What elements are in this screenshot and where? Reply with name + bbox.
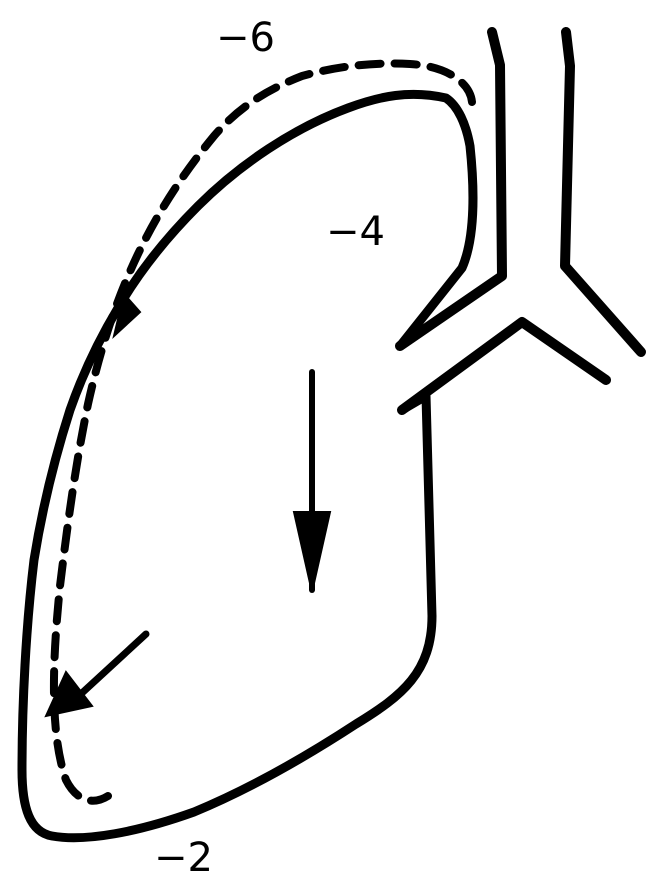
trachea-right-wall [565, 32, 641, 352]
pleural-dashed-line [54, 64, 472, 801]
trachea [400, 32, 641, 410]
pressure-label-middle: −4 [326, 212, 385, 252]
pressure-label-bottom: −2 [154, 838, 213, 878]
lung-outline [22, 94, 473, 837]
downward-arrow-head [294, 512, 330, 592]
trachea-left-wall [400, 32, 502, 346]
bronchus-lower-wall [402, 322, 606, 410]
pressure-label-top: −6 [216, 18, 275, 58]
